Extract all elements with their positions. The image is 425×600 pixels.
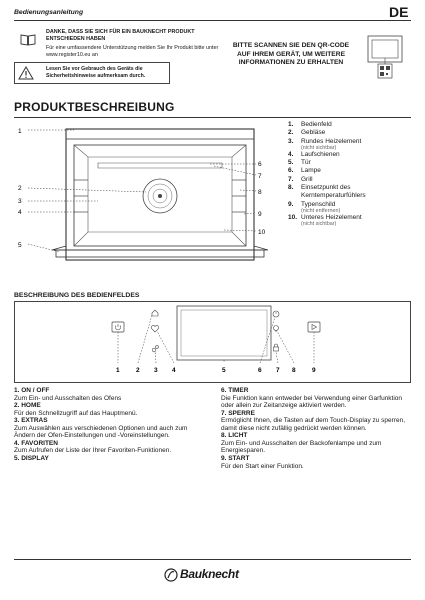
panel-label-7: 7 <box>276 367 280 374</box>
descriptions-right: 6. TIMER Die Funktion kann entweder bei … <box>221 387 411 470</box>
control-panel-title: BESCHREIBUNG DES BEDIENFELDES <box>14 292 140 299</box>
section-title: PRODUKTBESCHREIBUNG <box>14 100 175 114</box>
power-icon[interactable] <box>115 324 121 330</box>
part-item: 2.Gebläse <box>288 129 326 137</box>
section-divider <box>14 117 411 118</box>
desc-body-light: Zum Ein- und Ausschalten der Backofenlam… <box>221 439 382 455</box>
language-code: DE <box>389 4 409 20</box>
part-item: 3.Rundes Heizelement(nicht sichtbar) <box>288 137 362 151</box>
descriptions-left: 1. ON / OFF Zum Ein- und Ausschalten des… <box>14 387 204 462</box>
manual-title: Bedienungsanleitung <box>14 9 84 16</box>
parts-legend: 1.Bedienfeld 2.Gebläse 3.Rundes Heizelem… <box>288 121 413 227</box>
callout-7: 7 <box>258 173 262 180</box>
desc-body-favorites: Zum Aufrufen der Liste der Ihrer Favorit… <box>14 447 172 455</box>
lock-icon[interactable] <box>273 343 279 352</box>
panel-label-9: 9 <box>312 367 316 374</box>
start-icon[interactable] <box>311 323 318 331</box>
book-icon <box>20 34 36 46</box>
part-item: 8.Einsetzpunkt des Kerntemperaturfühlers <box>288 184 366 200</box>
timer-icon[interactable] <box>272 310 280 318</box>
desc-body-onoff: Zum Ein- und Ausschalten des Ofens <box>14 394 122 402</box>
callout-9: 9 <box>258 211 262 218</box>
heart-icon[interactable] <box>150 325 160 333</box>
callout-10: 10 <box>258 229 266 236</box>
callout-8: 8 <box>258 189 262 196</box>
safety-note-box <box>14 62 170 84</box>
callout-3: 3 <box>18 198 22 205</box>
control-panel-diagram: 1 2 3 4 5 6 7 8 9 <box>111 305 321 374</box>
panel-label-2: 2 <box>136 367 140 374</box>
home-icon[interactable] <box>151 309 159 317</box>
desc-head-light: 8. LICHT <box>221 432 248 440</box>
part-item: 7.Grill <box>288 175 313 183</box>
desc-body-start: Für den Start einer Funktion. <box>221 462 304 470</box>
footer-divider <box>14 559 411 560</box>
desc-body-home: Für den Schnellzugriff auf das Hauptmenü… <box>14 409 138 417</box>
qr-instruction: BITTE SCANNEN SIE DEN QR-CODE AUF IHREM … <box>232 42 350 67</box>
panel-label-3: 3 <box>154 367 158 374</box>
safety-note-text: Lesen Sie vor Gebrauch des Geräts die Si… <box>46 66 146 79</box>
panel-label-6: 6 <box>258 367 262 374</box>
desc-head-display: 5. DISPLAY <box>14 454 49 462</box>
callout-4: 4 <box>18 209 22 216</box>
part-item: 6.Lampe <box>288 167 321 175</box>
oven-qr-location-icon <box>367 35 403 79</box>
light-icon[interactable] <box>273 325 279 332</box>
desc-body-extras: Zum Auswählen aus verschiedenen Optionen… <box>14 424 188 440</box>
desc-head-timer: 6. TIMER <box>221 387 249 394</box>
desc-body-timer: Die Funktion kann entweder bei Verwendun… <box>221 394 403 410</box>
desc-head-home: 2. HOME <box>14 402 41 410</box>
brand-logo-icon <box>164 568 178 582</box>
desc-head-extras: 3. EXTRAS <box>14 417 48 425</box>
control-panel-box <box>14 301 411 383</box>
header-divider <box>14 20 411 21</box>
part-item: 9.Typenschild(nicht entfernen) <box>288 200 341 214</box>
oven-diagram: 1 2 3 4 5 6 7 8 9 10 <box>18 128 269 261</box>
desc-body-lock: Ermöglicht Ihnen, die Tasten auf dem Tou… <box>221 417 406 432</box>
panel-label-4: 4 <box>172 367 176 374</box>
callout-6: 6 <box>258 161 262 168</box>
desc-head-start: 9. START <box>221 455 250 463</box>
panel-label-1: 1 <box>116 367 120 374</box>
part-item: 5.Tür <box>288 159 311 167</box>
warning-icon <box>18 66 34 80</box>
part-item: 10.Unteres Heizelement(nicht sichtbar) <box>288 213 362 228</box>
panel-label-5: 5 <box>222 367 226 374</box>
brand-logo: Bauknecht <box>180 567 239 581</box>
callout-1: 1 <box>18 128 22 135</box>
callout-2: 2 <box>18 185 22 192</box>
part-item: 1.Bedienfeld <box>288 121 332 128</box>
thanks-title: DANKE, DASS SIE SICH FÜR EIN BAUKNECHT P… <box>46 29 195 42</box>
desc-head-favorites: 4. FAVORITEN <box>14 439 58 447</box>
part-item: 4.Laufschienen <box>288 150 340 158</box>
extras-icon[interactable] <box>151 345 159 353</box>
desc-head-onoff: 1. ON / OFF <box>14 387 50 394</box>
panel-label-8: 8 <box>292 367 296 374</box>
desc-head-lock: 7. SPERRE <box>221 409 255 417</box>
callout-5: 5 <box>18 242 22 249</box>
register-text: Für eine umfassendere Unterstützung meld… <box>46 45 219 58</box>
